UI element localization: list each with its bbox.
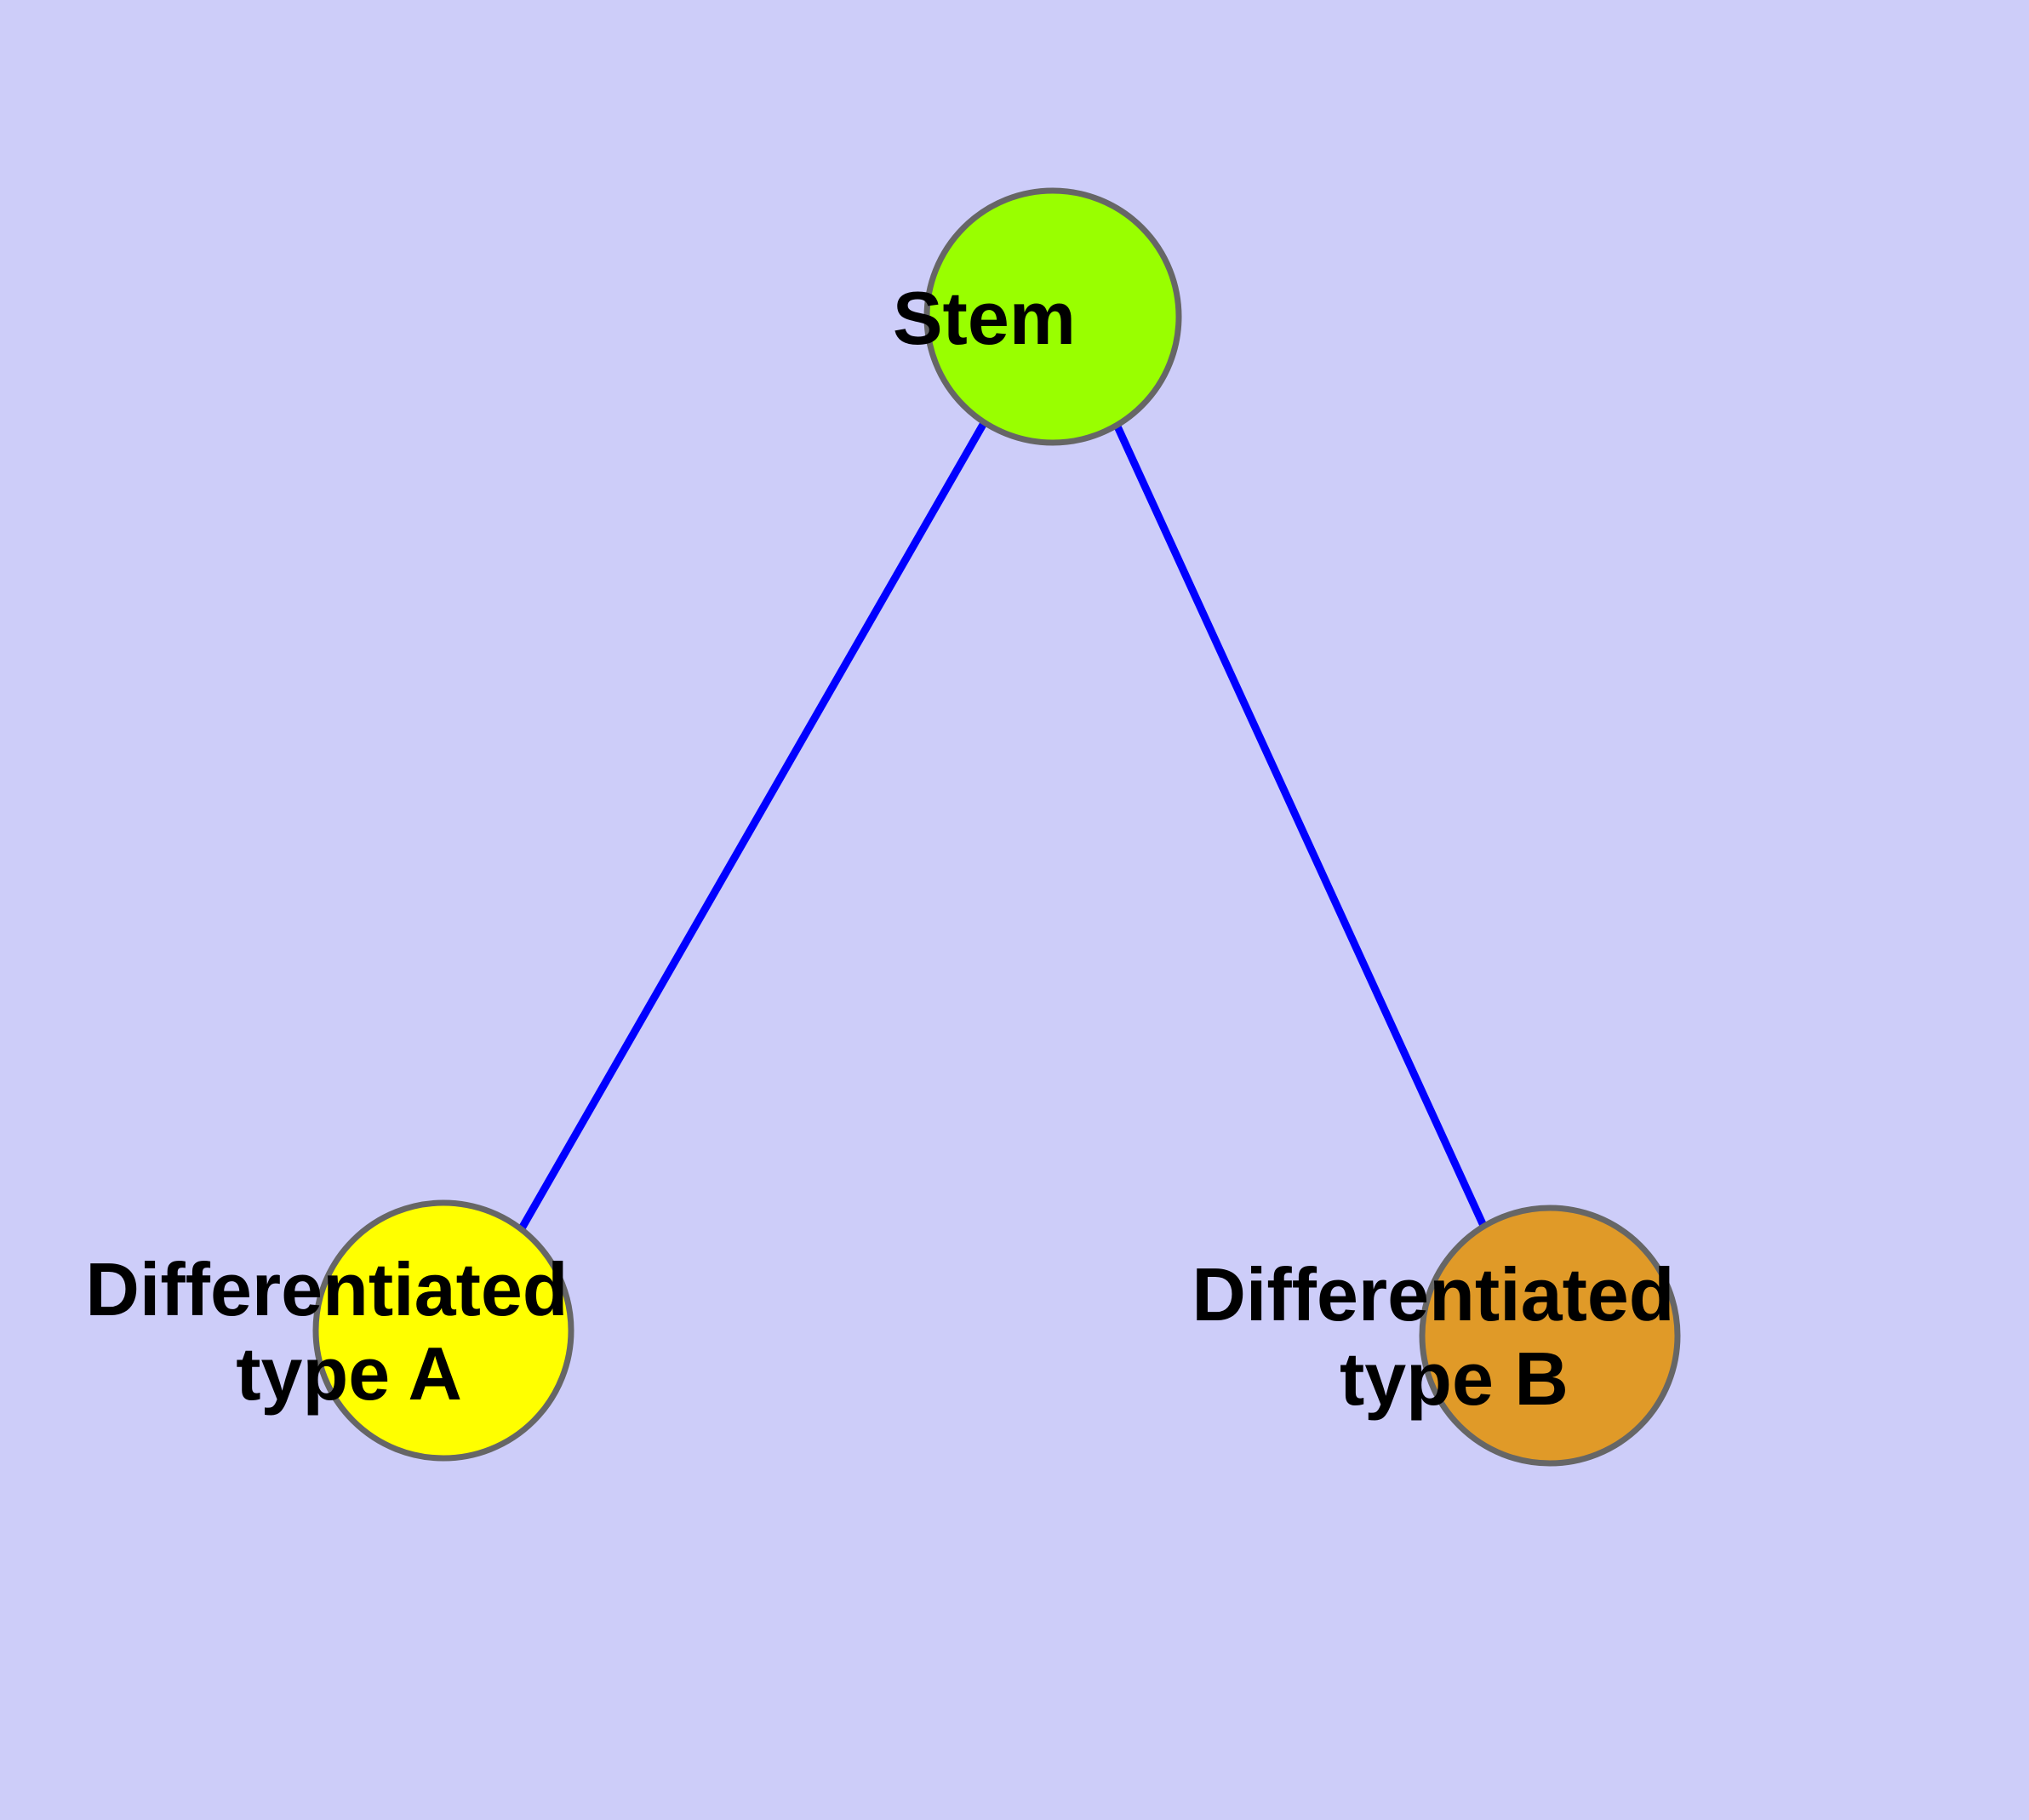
node-differentiated-type-a-label-line-1: Differentiated [85,1247,568,1331]
edges-group [518,421,1489,1231]
edge-stem-to-differentiated-type-a[interactable] [518,421,987,1231]
nodes-group [312,187,1681,1467]
node-differentiated-type-a-label-line-2: type A [236,1331,460,1416]
node-differentiated-type-a-label: Differentiated type A [85,1247,755,1416]
node-labels-group: Stem Differentiated type A Differentiate… [85,276,1861,1421]
node-differentiated-type-a[interactable] [312,1199,574,1462]
node-stem[interactable] [923,187,1182,446]
node-differentiated-type-b-label-line-2: type B [1340,1336,1569,1421]
node-differentiated-type-b-label: Differentiated type B [1192,1252,1861,1421]
node-differentiated-type-b-circle[interactable] [1419,1205,1681,1467]
node-stem-label-line-1: Stem [893,276,1076,360]
node-stem-circle[interactable] [923,187,1182,446]
node-differentiated-type-b-label-line-1: Differentiated [1192,1252,1674,1336]
node-differentiated-type-a-circle[interactable] [312,1199,574,1462]
node-differentiated-type-b[interactable] [1419,1205,1681,1467]
node-stem-label: Stem [893,276,1221,360]
edge-stem-to-differentiated-type-b[interactable] [1113,425,1489,1229]
